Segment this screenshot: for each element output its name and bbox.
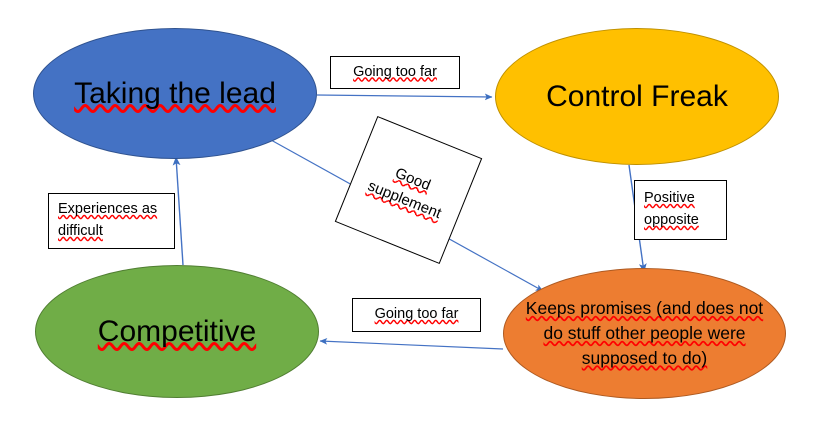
node-taking-the-lead[interactable]: Taking the lead	[33, 28, 317, 159]
connector-taking-the-lead-to-control-freak	[316, 93, 493, 101]
node-label: Taking the lead	[74, 76, 276, 110]
edge-label-text: Going too far	[353, 63, 437, 80]
node-label: Control Freak	[546, 79, 728, 113]
edge-label-text: Going too far	[374, 306, 459, 323]
edge-label-going-too-far-top[interactable]: Going too far	[330, 56, 460, 89]
edge-label-good-supplement[interactable]: Good supplement	[334, 115, 483, 265]
connector-keeps-promises-to-competitive	[319, 337, 504, 350]
node-keeps-promises[interactable]: Keeps promises (and does not do stuff ot…	[503, 268, 786, 399]
edge-label-text: Experiences as difficult	[58, 201, 158, 239]
node-competitive[interactable]: Competitive	[35, 265, 319, 398]
edge-label-positive-opposite[interactable]: Positive opposite	[634, 180, 727, 240]
edge-label-text: Good supplement	[365, 164, 444, 223]
edge-label-text: Positive opposite	[644, 190, 699, 228]
connector-competitive-to-taking-the-lead	[172, 156, 184, 266]
node-label: Keeps promises (and does not do stuff ot…	[525, 298, 764, 368]
edge-label-experiences-as-difficult[interactable]: Experiences as difficult	[48, 193, 175, 249]
node-control-freak[interactable]: Control Freak	[495, 28, 779, 165]
node-label: Competitive	[97, 314, 257, 348]
edge-label-going-too-far-bottom[interactable]: Going too far	[352, 298, 481, 332]
